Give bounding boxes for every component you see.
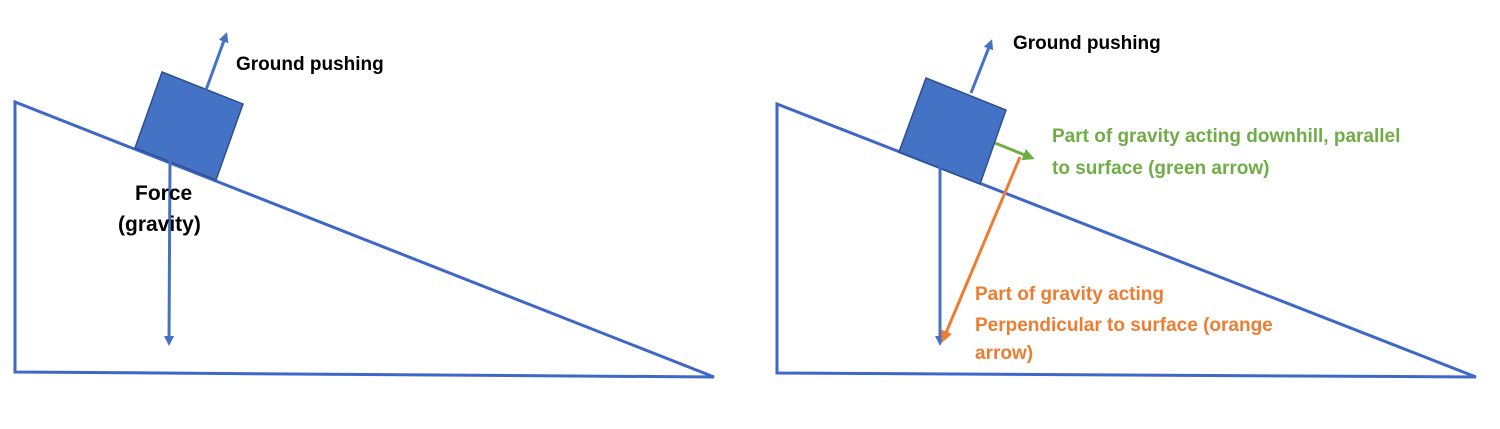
parallel-component-label-line2: to surface (green arrow) — [1052, 158, 1270, 179]
parallel-component-arrow — [994, 141, 1035, 161]
left-panel: Ground pushing Force (gravity) — [13, 32, 715, 379]
perpendicular-component-label-line2: Perpendicular to surface (orange — [975, 315, 1273, 336]
right-normal-force-arrow — [969, 39, 994, 94]
perpendicular-component-arrow — [940, 156, 1022, 343]
right-normal-force-label: Ground pushing — [1013, 33, 1161, 54]
left-gravity-arrow — [164, 159, 175, 346]
left-gravity-label-line2: (gravity) — [118, 213, 201, 236]
left-normal-force-label: Ground pushing — [236, 54, 384, 75]
left-normal-force-arrow — [204, 32, 229, 91]
parallel-component-label-line1: Part of gravity acting downhill, paralle… — [1052, 126, 1400, 147]
right-panel: Ground pushing Part of gravity acting do… — [775, 33, 1477, 379]
left-block — [134, 71, 244, 181]
perpendicular-component-label-line1: Part of gravity acting — [975, 284, 1164, 305]
right-block — [898, 77, 1007, 185]
left-incline — [13, 99, 715, 379]
left-gravity-label-line1: Force — [135, 182, 192, 205]
perpendicular-component-label-line3: arrow) — [975, 343, 1033, 364]
right-incline — [775, 101, 1477, 379]
